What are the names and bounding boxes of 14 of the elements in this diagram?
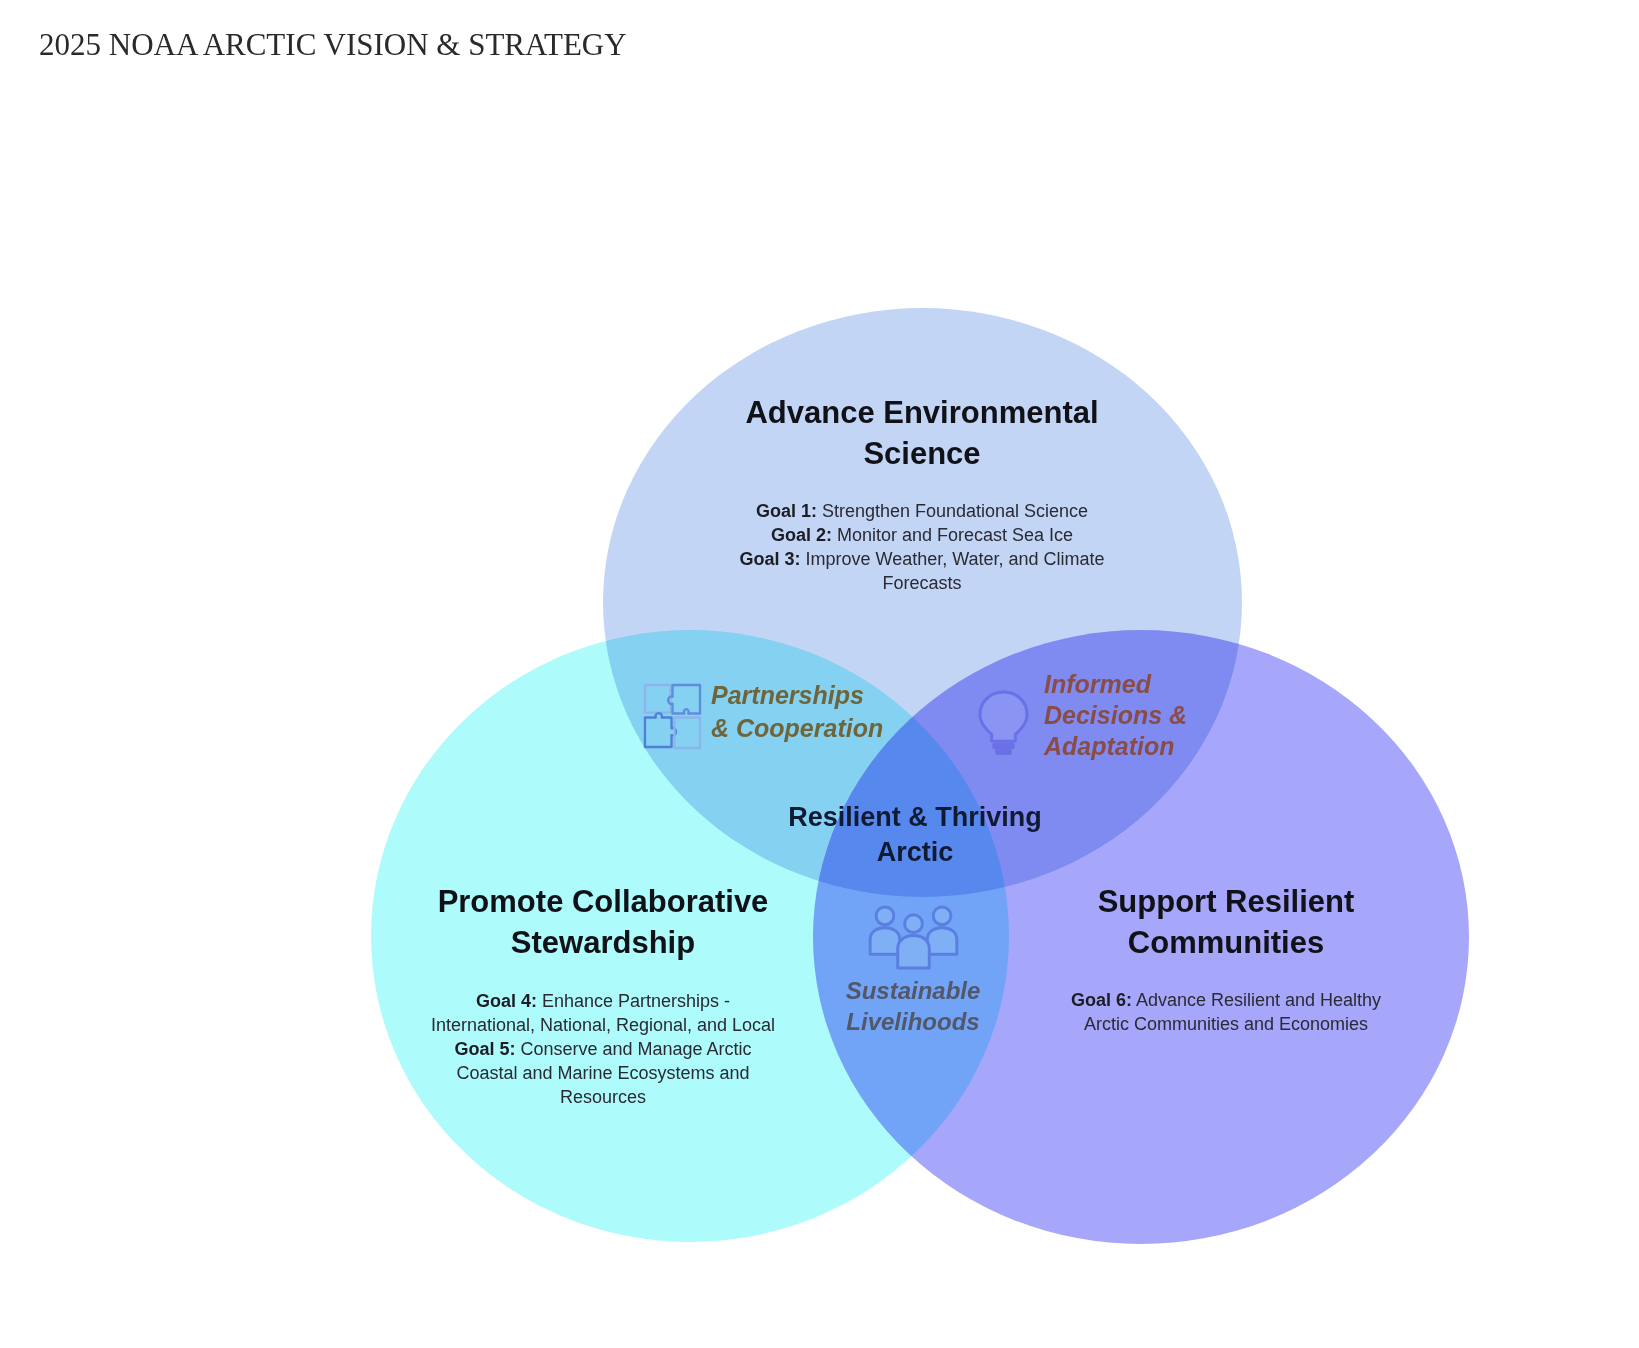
goal-text: Goal 6: Advance Resilient and Healthy Arctic Communities and Economies: [1069, 989, 1383, 1036]
goal-text: Goal 3: Improve Weather, Water, and Climate Forecasts: [738, 548, 1106, 595]
goal-text: Goal 5: Conserve and Manage Arctic Coastal and Marine Ecosystems and Resources: [453, 1038, 753, 1109]
circle-heading: Advance Environmental Science: [744, 394, 1100, 473]
goal-text: Goal 1: Strengthen Foundational Science: [754, 500, 1090, 523]
circle-heading: Promote Collaborative Stewardship: [436, 883, 770, 962]
overlap-label: Informed Decisions & Adaptation: [1044, 669, 1189, 762]
overlap-label: Sustainable Livelihoods: [844, 976, 982, 1037]
goal-text: Goal 4: Enhance Partnerships - International, National, Regional, and Local: [429, 990, 777, 1037]
goal-text: Goal 2: Monitor and Forecast Sea Ice: [769, 524, 1075, 547]
overlap-label: Partnerships & Cooperation: [711, 680, 885, 744]
page-title: 2025 NOAA ARCTIC VISION & STRATEGY: [39, 26, 627, 64]
circle-heading: Support Resilient Communities: [1096, 883, 1356, 962]
center-label: Resilient & Thriving Arctic: [787, 801, 1043, 869]
